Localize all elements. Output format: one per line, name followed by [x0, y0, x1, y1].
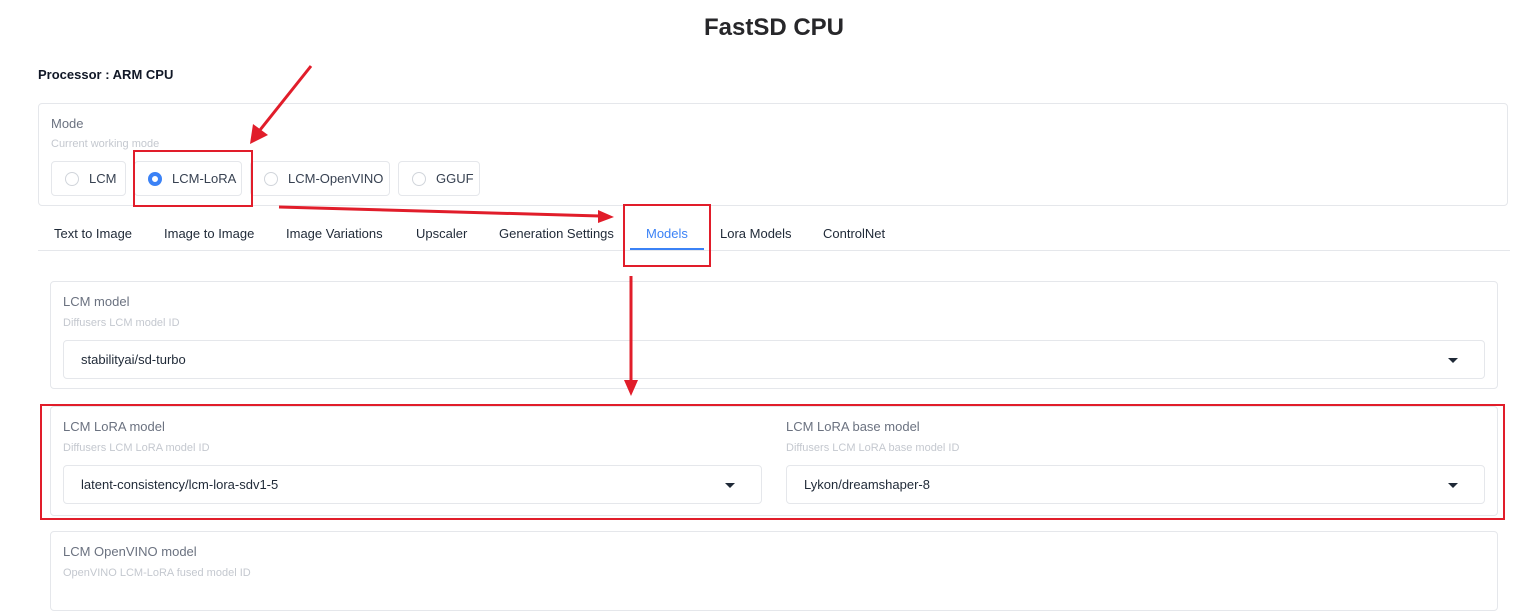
- chevron-down-icon: [1448, 483, 1458, 488]
- mode-option-lcm-lora[interactable]: LCM-LoRA: [134, 161, 242, 196]
- lcm-lora-model-dropdown[interactable]: latent-consistency/lcm-lora-sdv1-5: [63, 465, 762, 504]
- annotation-arrowhead: [598, 210, 614, 223]
- mode-option-lcm[interactable]: LCM: [51, 161, 126, 196]
- mode-label: Mode: [51, 116, 84, 131]
- lcm-model-dropdown[interactable]: stabilityai/sd-turbo: [63, 340, 1485, 379]
- mode-option-label: LCM-OpenVINO: [288, 171, 384, 186]
- lcm-lora-model-value: latent-consistency/lcm-lora-sdv1-5: [81, 477, 279, 492]
- radio-unchecked-icon: [65, 171, 79, 186]
- mode-info: Current working mode: [51, 138, 160, 150]
- lcm-openvino-model-label: LCM OpenVINO model: [63, 544, 197, 559]
- processor-label: Processor : ARM CPU: [38, 67, 174, 82]
- annotation-arrow-line: [278, 205, 601, 218]
- lcm-model-value: stabilityai/sd-turbo: [81, 352, 186, 367]
- tab-upscaler[interactable]: Upscaler: [416, 226, 468, 241]
- lcm-openvino-model-info: OpenVINO LCM-LoRA fused model ID: [63, 567, 251, 579]
- mode-option-lcm-openvino[interactable]: LCM-OpenVINO: [250, 161, 390, 196]
- mode-option-label: GGUF: [436, 171, 474, 186]
- radio-unchecked-icon: [412, 171, 426, 186]
- mode-option-label: LCM: [89, 171, 117, 186]
- tab-lora-models[interactable]: Lora Models: [720, 226, 792, 241]
- lcm-lora-base-model-info: Diffusers LCM LoRA base model ID: [786, 442, 960, 454]
- tab-controlnet[interactable]: ControlNet: [823, 226, 886, 241]
- lcm-model-label: LCM model: [63, 294, 130, 309]
- tab-image-to-image[interactable]: Image to Image: [164, 226, 255, 241]
- lcm-lora-base-model-dropdown[interactable]: Lykon/dreamshaper-8: [786, 465, 1485, 504]
- radio-checked-icon: [148, 171, 162, 186]
- lcm-model-info: Diffusers LCM model ID: [63, 317, 180, 329]
- tab-image-variations[interactable]: Image Variations: [286, 226, 383, 241]
- tab-text-to-image[interactable]: Text to Image: [54, 226, 133, 241]
- tab-models[interactable]: Models: [646, 226, 688, 241]
- mode-option-label: LCM-LoRA: [172, 171, 237, 186]
- chevron-down-icon: [1448, 358, 1458, 363]
- app-title: FastSD CPU: [703, 14, 845, 41]
- mode-block: [38, 103, 1508, 206]
- tab-selected-indicator: [630, 248, 704, 250]
- lcm-lora-base-model-value: Lykon/dreamshaper-8: [804, 477, 930, 492]
- radio-unchecked-icon: [264, 171, 278, 186]
- lcm-openvino-panel: [50, 531, 1498, 611]
- mode-option-gguf[interactable]: GGUF: [398, 161, 480, 196]
- chevron-down-icon: [725, 483, 735, 488]
- lcm-lora-model-info: Diffusers LCM LoRA model ID: [63, 442, 210, 454]
- tab-generation-settings[interactable]: Generation Settings: [499, 226, 614, 241]
- lcm-lora-model-label: LCM LoRA model: [63, 419, 165, 434]
- lcm-lora-base-model-label: LCM LoRA base model: [786, 419, 920, 434]
- tabs-divider: [38, 250, 1510, 251]
